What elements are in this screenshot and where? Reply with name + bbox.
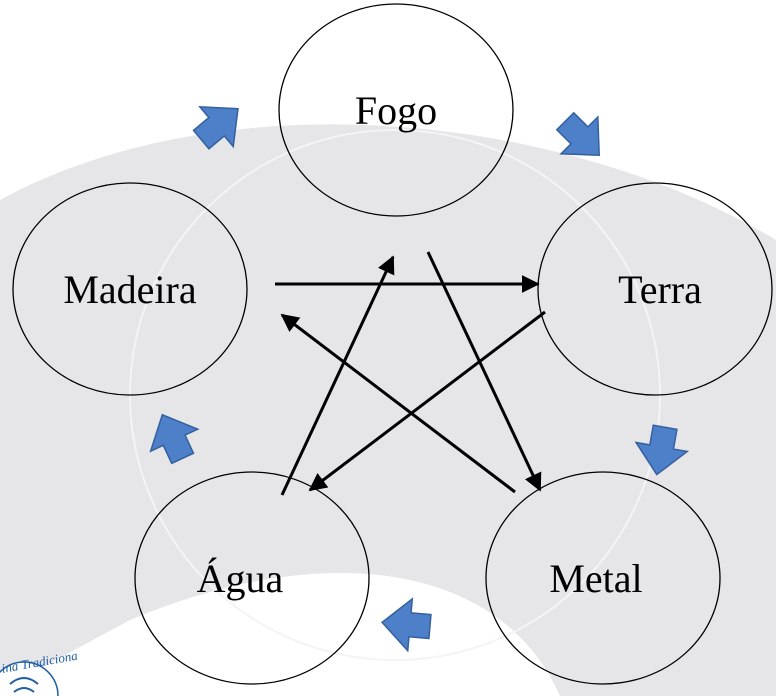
node-madeira: Madeira: [12, 182, 248, 396]
node-fogo: Fogo: [278, 3, 514, 217]
node-agua-label: Água: [197, 556, 284, 601]
control-arrow-metal-madeira: [280, 313, 516, 494]
control-arrow-fogo-metal: [426, 251, 542, 492]
node-terra: Terra: [537, 182, 773, 396]
node-fogo-label: Fogo: [355, 88, 437, 133]
node-metal-label: Metal: [549, 556, 642, 601]
node-terra-label: Terra: [618, 267, 702, 312]
node-agua: Água: [134, 471, 370, 685]
control-arrow-agua-fogo: [280, 255, 395, 496]
node-metal: Metal: [485, 471, 721, 685]
node-fogo-circle: [278, 3, 514, 217]
background-band: [0, 124, 776, 696]
node-agua-circle: [134, 471, 370, 685]
node-metal-circle: [485, 471, 721, 685]
cycle-arrow-metal-agua: [379, 595, 433, 654]
node-madeira-circle: [12, 182, 248, 396]
control-arrow-terra-agua: [308, 310, 546, 492]
node-madeira-label: Madeira: [63, 267, 197, 312]
node-terra-circle: [537, 182, 773, 396]
